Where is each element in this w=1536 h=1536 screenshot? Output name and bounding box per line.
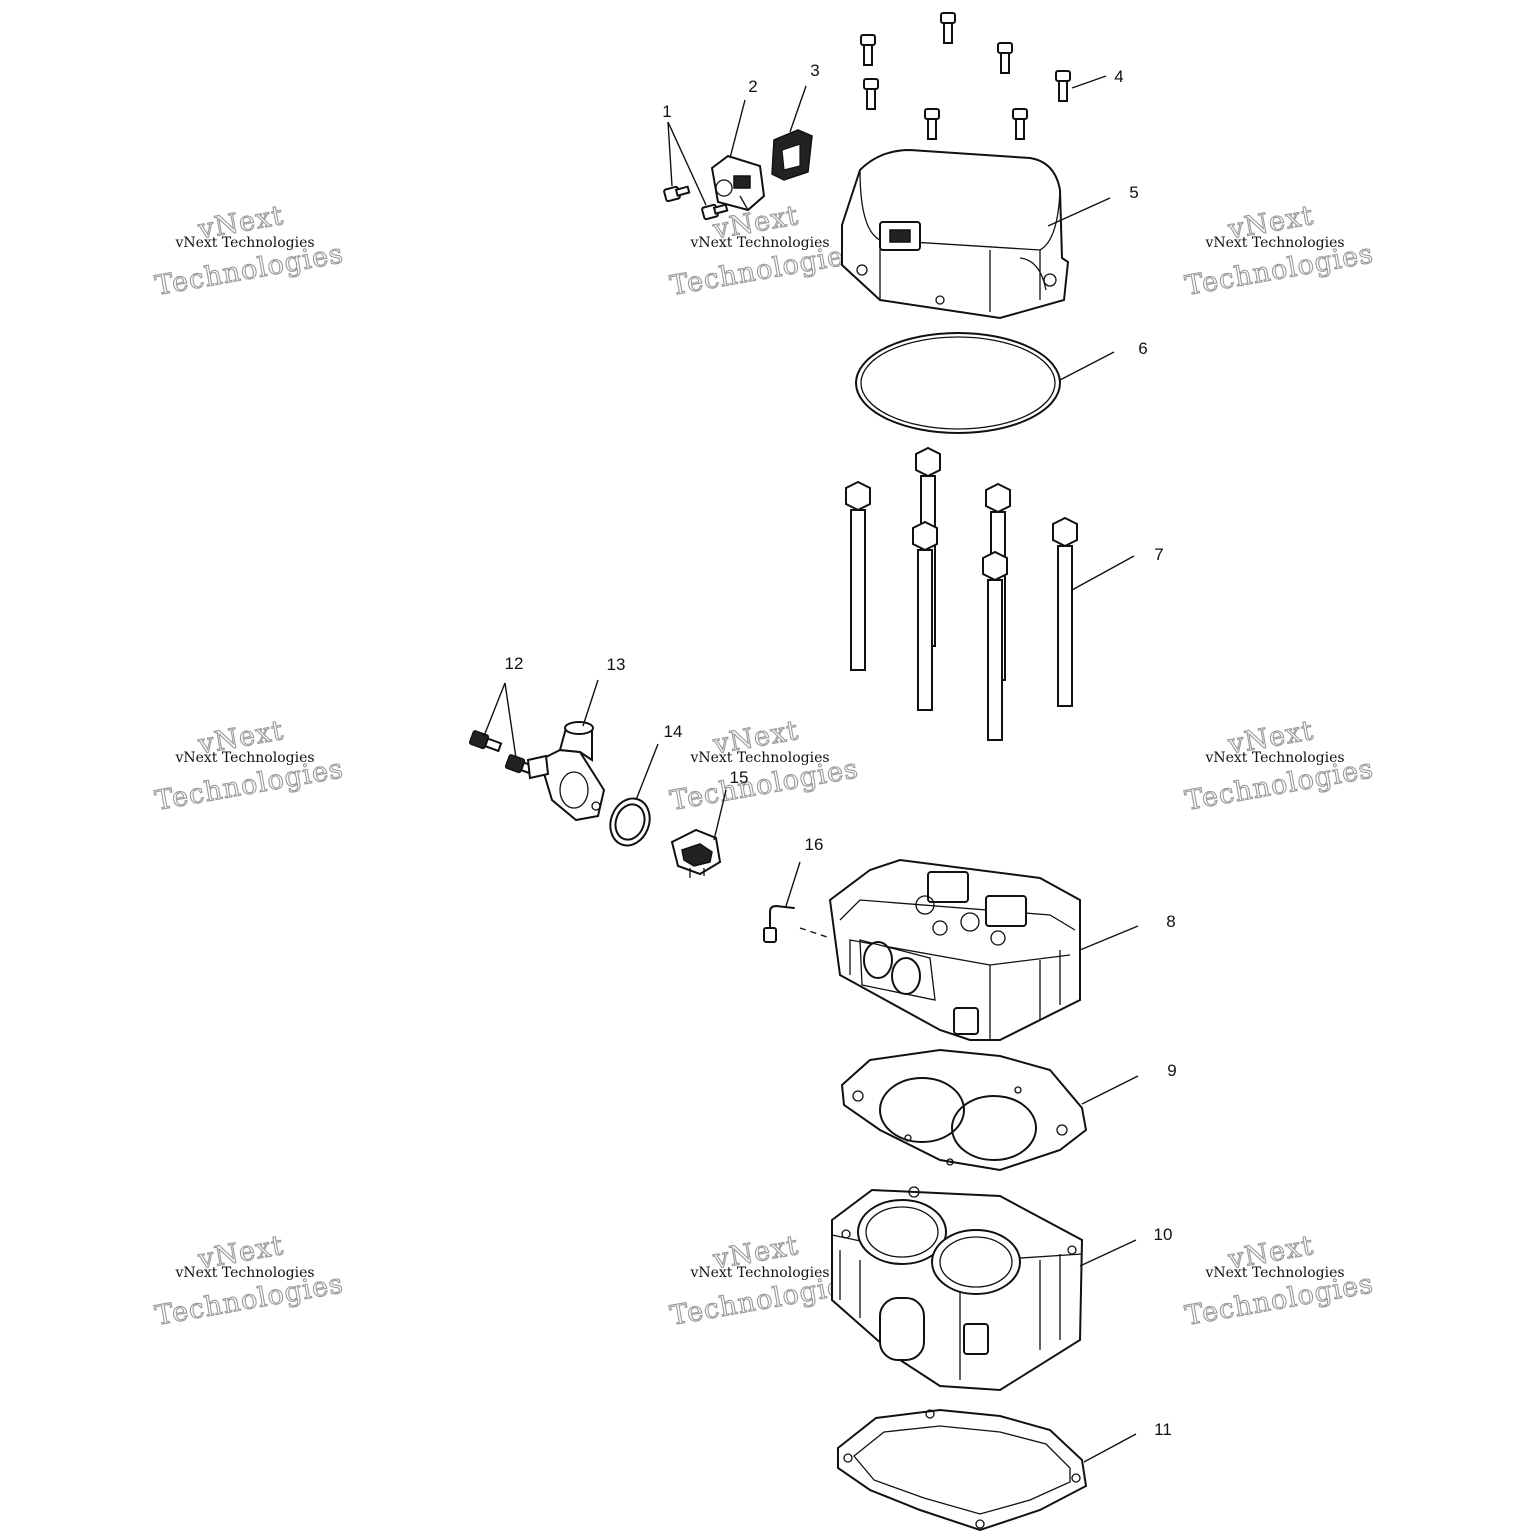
watermark: vNext vNext Technologies Technologies (152, 1230, 346, 1333)
part-3-gasket (771, 129, 813, 181)
watermark: vNext vNext Technologies Technologies (1182, 715, 1376, 818)
watermark: vNext vNext Technologies Technologies (667, 1230, 861, 1333)
callout-8: 8 (1166, 912, 1175, 931)
part-8-cylinder-head (828, 858, 1081, 1041)
part-13-water-outlet (526, 721, 606, 822)
callout-labels: 1 2 3 4 5 6 7 8 9 10 11 12 13 14 15 16 (505, 61, 1177, 1439)
svg-text:vNext Technologies: vNext Technologies (1204, 1265, 1344, 1281)
callout-10: 10 (1154, 1225, 1173, 1244)
part-14-seal-ring (609, 797, 651, 847)
part-7-head-bolts (845, 446, 1078, 741)
callout-13: 13 (607, 655, 626, 674)
watermark: vNext vNext Technologies Technologies (152, 200, 346, 303)
callout-5: 5 (1129, 183, 1138, 202)
watermark: vNext vNext Technologies Technologies (1182, 1230, 1376, 1333)
callout-6: 6 (1138, 339, 1147, 358)
part-15-thermostat (670, 828, 722, 878)
watermark: vNext vNext Technologies Technologies (667, 200, 861, 303)
watermark: vNext vNext Technologies Technologies (152, 715, 346, 818)
svg-text:vNext Technologies: vNext Technologies (689, 750, 829, 766)
svg-text:vNext Technologies: vNext Technologies (174, 235, 314, 251)
watermark: vNext vNext Technologies Technologies (667, 715, 861, 818)
part-2-housing (710, 154, 766, 212)
callout-9: 9 (1167, 1061, 1176, 1080)
part-11-base-gasket (837, 1408, 1088, 1532)
callout-2: 2 (748, 77, 757, 96)
callout-4: 4 (1114, 67, 1123, 86)
callout-16: 16 (805, 835, 824, 854)
part-12-screws (468, 730, 539, 777)
part-4-cover-bolts (860, 12, 1071, 140)
callout-15: 15 (730, 768, 749, 787)
watermark: vNext vNext Technologies Technologies (1182, 200, 1376, 303)
part-5-valve-cover (841, 148, 1070, 320)
svg-text:vNext Technologies: vNext Technologies (1204, 235, 1344, 251)
callout-1: 1 (662, 102, 671, 121)
callout-3: 3 (810, 61, 819, 80)
callout-12: 12 (505, 654, 524, 673)
part-6-o-ring (855, 332, 1061, 434)
part-10-cylinder-block (831, 1186, 1084, 1392)
svg-text:vNext Technologies: vNext Technologies (1204, 750, 1344, 766)
part-16-fitting (763, 905, 831, 943)
leader-lines (483, 75, 1139, 1463)
callout-7: 7 (1154, 545, 1163, 564)
svg-text:vNext Technologies: vNext Technologies (174, 1265, 314, 1281)
svg-text:vNext Technologies: vNext Technologies (689, 1265, 829, 1281)
part-9-head-gasket (840, 1048, 1088, 1172)
callout-11: 11 (1154, 1420, 1172, 1439)
svg-text:vNext Technologies: vNext Technologies (174, 750, 314, 766)
watermarks: vNext vNext Technologies Technologies vN… (152, 200, 1376, 1333)
svg-text:vNext Technologies: vNext Technologies (689, 235, 829, 251)
part-1-screws (663, 185, 729, 221)
callout-14: 14 (664, 722, 683, 741)
